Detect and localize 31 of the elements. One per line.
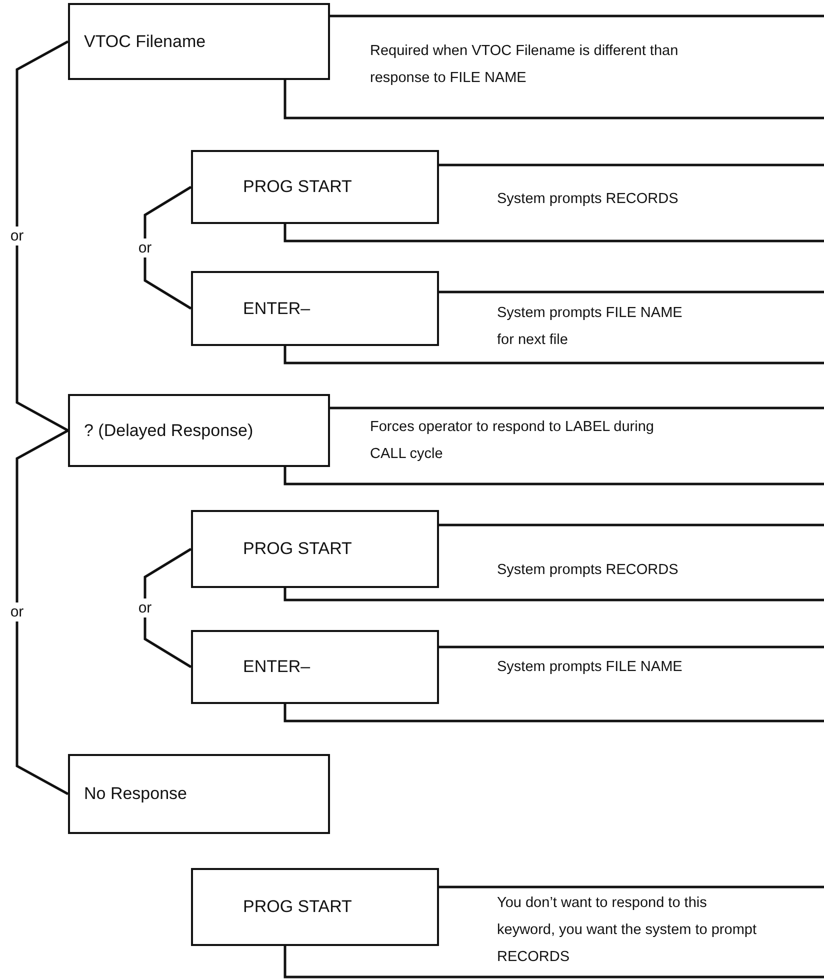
option-box (191, 630, 439, 704)
description-text: Forces operator to respond to LABEL during CALL cycle (370, 418, 655, 464)
option-text: ENTER– (243, 298, 310, 318)
edge-label: or (10, 602, 24, 622)
option-text: ENTER– (243, 657, 310, 677)
option-text: VTOC Filename (84, 32, 206, 52)
description-text: System prompts RECORDS (497, 190, 680, 209)
option-text: PROG START (243, 897, 352, 917)
option-box (191, 510, 439, 588)
description-text: Required when VTOC Filename is different than response to FILE NAME (370, 42, 680, 88)
connector-line (144, 548, 192, 668)
option-box (191, 271, 439, 346)
connector-line (144, 186, 192, 310)
option-text: ? (Delayed Response) (84, 420, 254, 440)
option-box (68, 754, 330, 834)
option-text: PROG START (243, 177, 352, 197)
option-box (191, 150, 439, 224)
edge-label: or (138, 598, 152, 618)
description-text: System prompts FILE NAME for next file (497, 304, 684, 350)
option-box (68, 3, 330, 80)
edge-label: or (10, 226, 24, 246)
edge-label: or (138, 238, 152, 258)
description-text: System prompts RECORDS (497, 561, 680, 580)
description-text: System prompts FILE NAME (497, 658, 684, 677)
option-text: PROG START (243, 539, 352, 559)
option-text: No Response (84, 784, 188, 804)
connector-line (16, 40, 69, 432)
option-box (68, 394, 330, 467)
option-box (191, 868, 439, 946)
connector-line (16, 429, 69, 796)
description-text: You don’t want to respond to this keyword, you want the system to prompt RECORDS (497, 894, 758, 967)
